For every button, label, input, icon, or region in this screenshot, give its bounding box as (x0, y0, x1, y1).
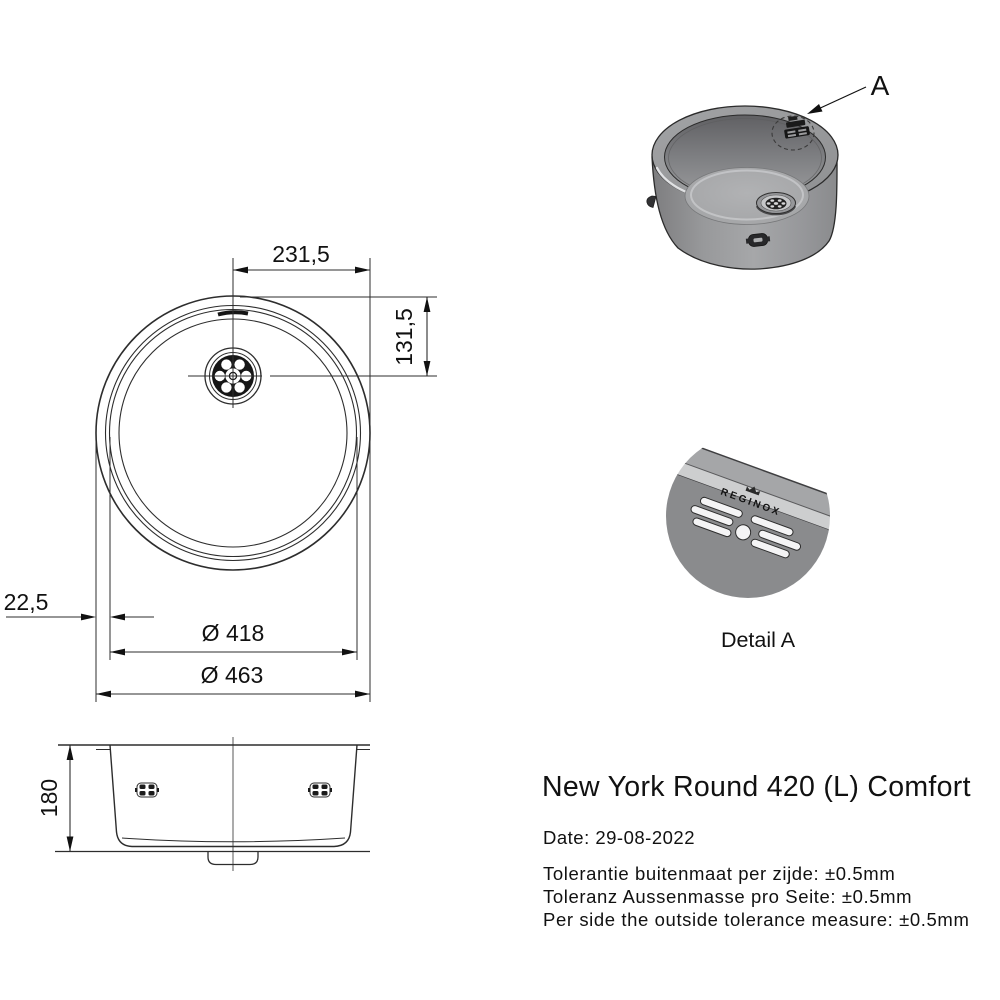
grille-slot (750, 538, 790, 559)
product-title: New York Round 420 (L) Comfort (542, 771, 971, 803)
iso-front-clip (745, 233, 771, 247)
arrowhead (81, 613, 96, 621)
tolerance-line-de: Toleranz Aussenmasse pro Seite: ±0.5mm (543, 886, 913, 907)
mounting-clip-left (135, 782, 159, 798)
detail-a-caption: Detail A (721, 628, 796, 652)
arrowhead (66, 836, 74, 852)
grille-slot (750, 515, 794, 537)
iso-overflow-grille (784, 115, 810, 139)
dim-label-180: 180 (36, 779, 62, 817)
crown-logo-icon (745, 486, 761, 496)
detail-callout-circle (771, 115, 815, 151)
arrowhead (342, 648, 357, 656)
dim-label-22-5: 22,5 (4, 589, 49, 615)
dim-label-231-5: 231,5 (272, 241, 330, 267)
dimension-diameter-463: Ø 463 (96, 662, 370, 698)
detail-ref-label: A (871, 70, 890, 101)
strainer-holes (214, 359, 252, 393)
dim-label-463: Ø 463 (201, 662, 264, 688)
dim-label-418: Ø 418 (202, 620, 265, 646)
iso-floor-highlight (690, 169, 804, 221)
iso-drain (755, 192, 797, 216)
tolerance-line-en: Per side the outside tolerance measure: … (543, 909, 970, 930)
grille-slot (692, 517, 732, 538)
arrowhead (807, 104, 823, 114)
arrowhead (110, 648, 125, 656)
drain-top-view (188, 347, 262, 405)
arrowhead (423, 297, 431, 312)
arrowhead (355, 266, 370, 274)
dimension-diameter-418: Ø 418 (110, 620, 357, 656)
grille-slot (699, 496, 743, 518)
dim-label-131-5: 131,5 (391, 308, 417, 366)
date-line: Date: 29-08-2022 (543, 827, 695, 848)
arrowhead (66, 745, 74, 760)
grille-slot (758, 529, 802, 551)
grille-slot (690, 505, 734, 527)
arrowhead (110, 613, 125, 621)
dimension-131-5: 131,5 (391, 297, 431, 376)
overflow-hole (735, 524, 752, 541)
dimension-22-5: 22,5 (4, 589, 154, 621)
iso-view: A (646, 70, 890, 270)
mounting-clip-right (308, 782, 332, 798)
detail-leader: A (807, 70, 890, 114)
iso-side-tab (646, 195, 657, 208)
top-view: 231,5 131,5 22,5 Ø 418 Ø (4, 241, 437, 702)
iso-drain-holes (766, 199, 786, 208)
top-view-extension-lines (95, 258, 437, 702)
arrowhead (233, 266, 248, 274)
detail-a-view: REGINOX Detail A (666, 434, 830, 652)
side-view: 180 (36, 737, 370, 871)
tolerance-line-nl: Tolerantie buitenmaat per zijde: ±0.5mm (543, 863, 896, 884)
bottom-crease-line (121, 837, 346, 843)
arrowhead (96, 690, 111, 698)
arrowhead (423, 361, 431, 376)
arrowhead (355, 690, 370, 698)
detail-rim-bands (666, 434, 830, 598)
dimension-180: 180 (36, 745, 74, 852)
dimension-231-5: 231,5 (233, 241, 370, 274)
